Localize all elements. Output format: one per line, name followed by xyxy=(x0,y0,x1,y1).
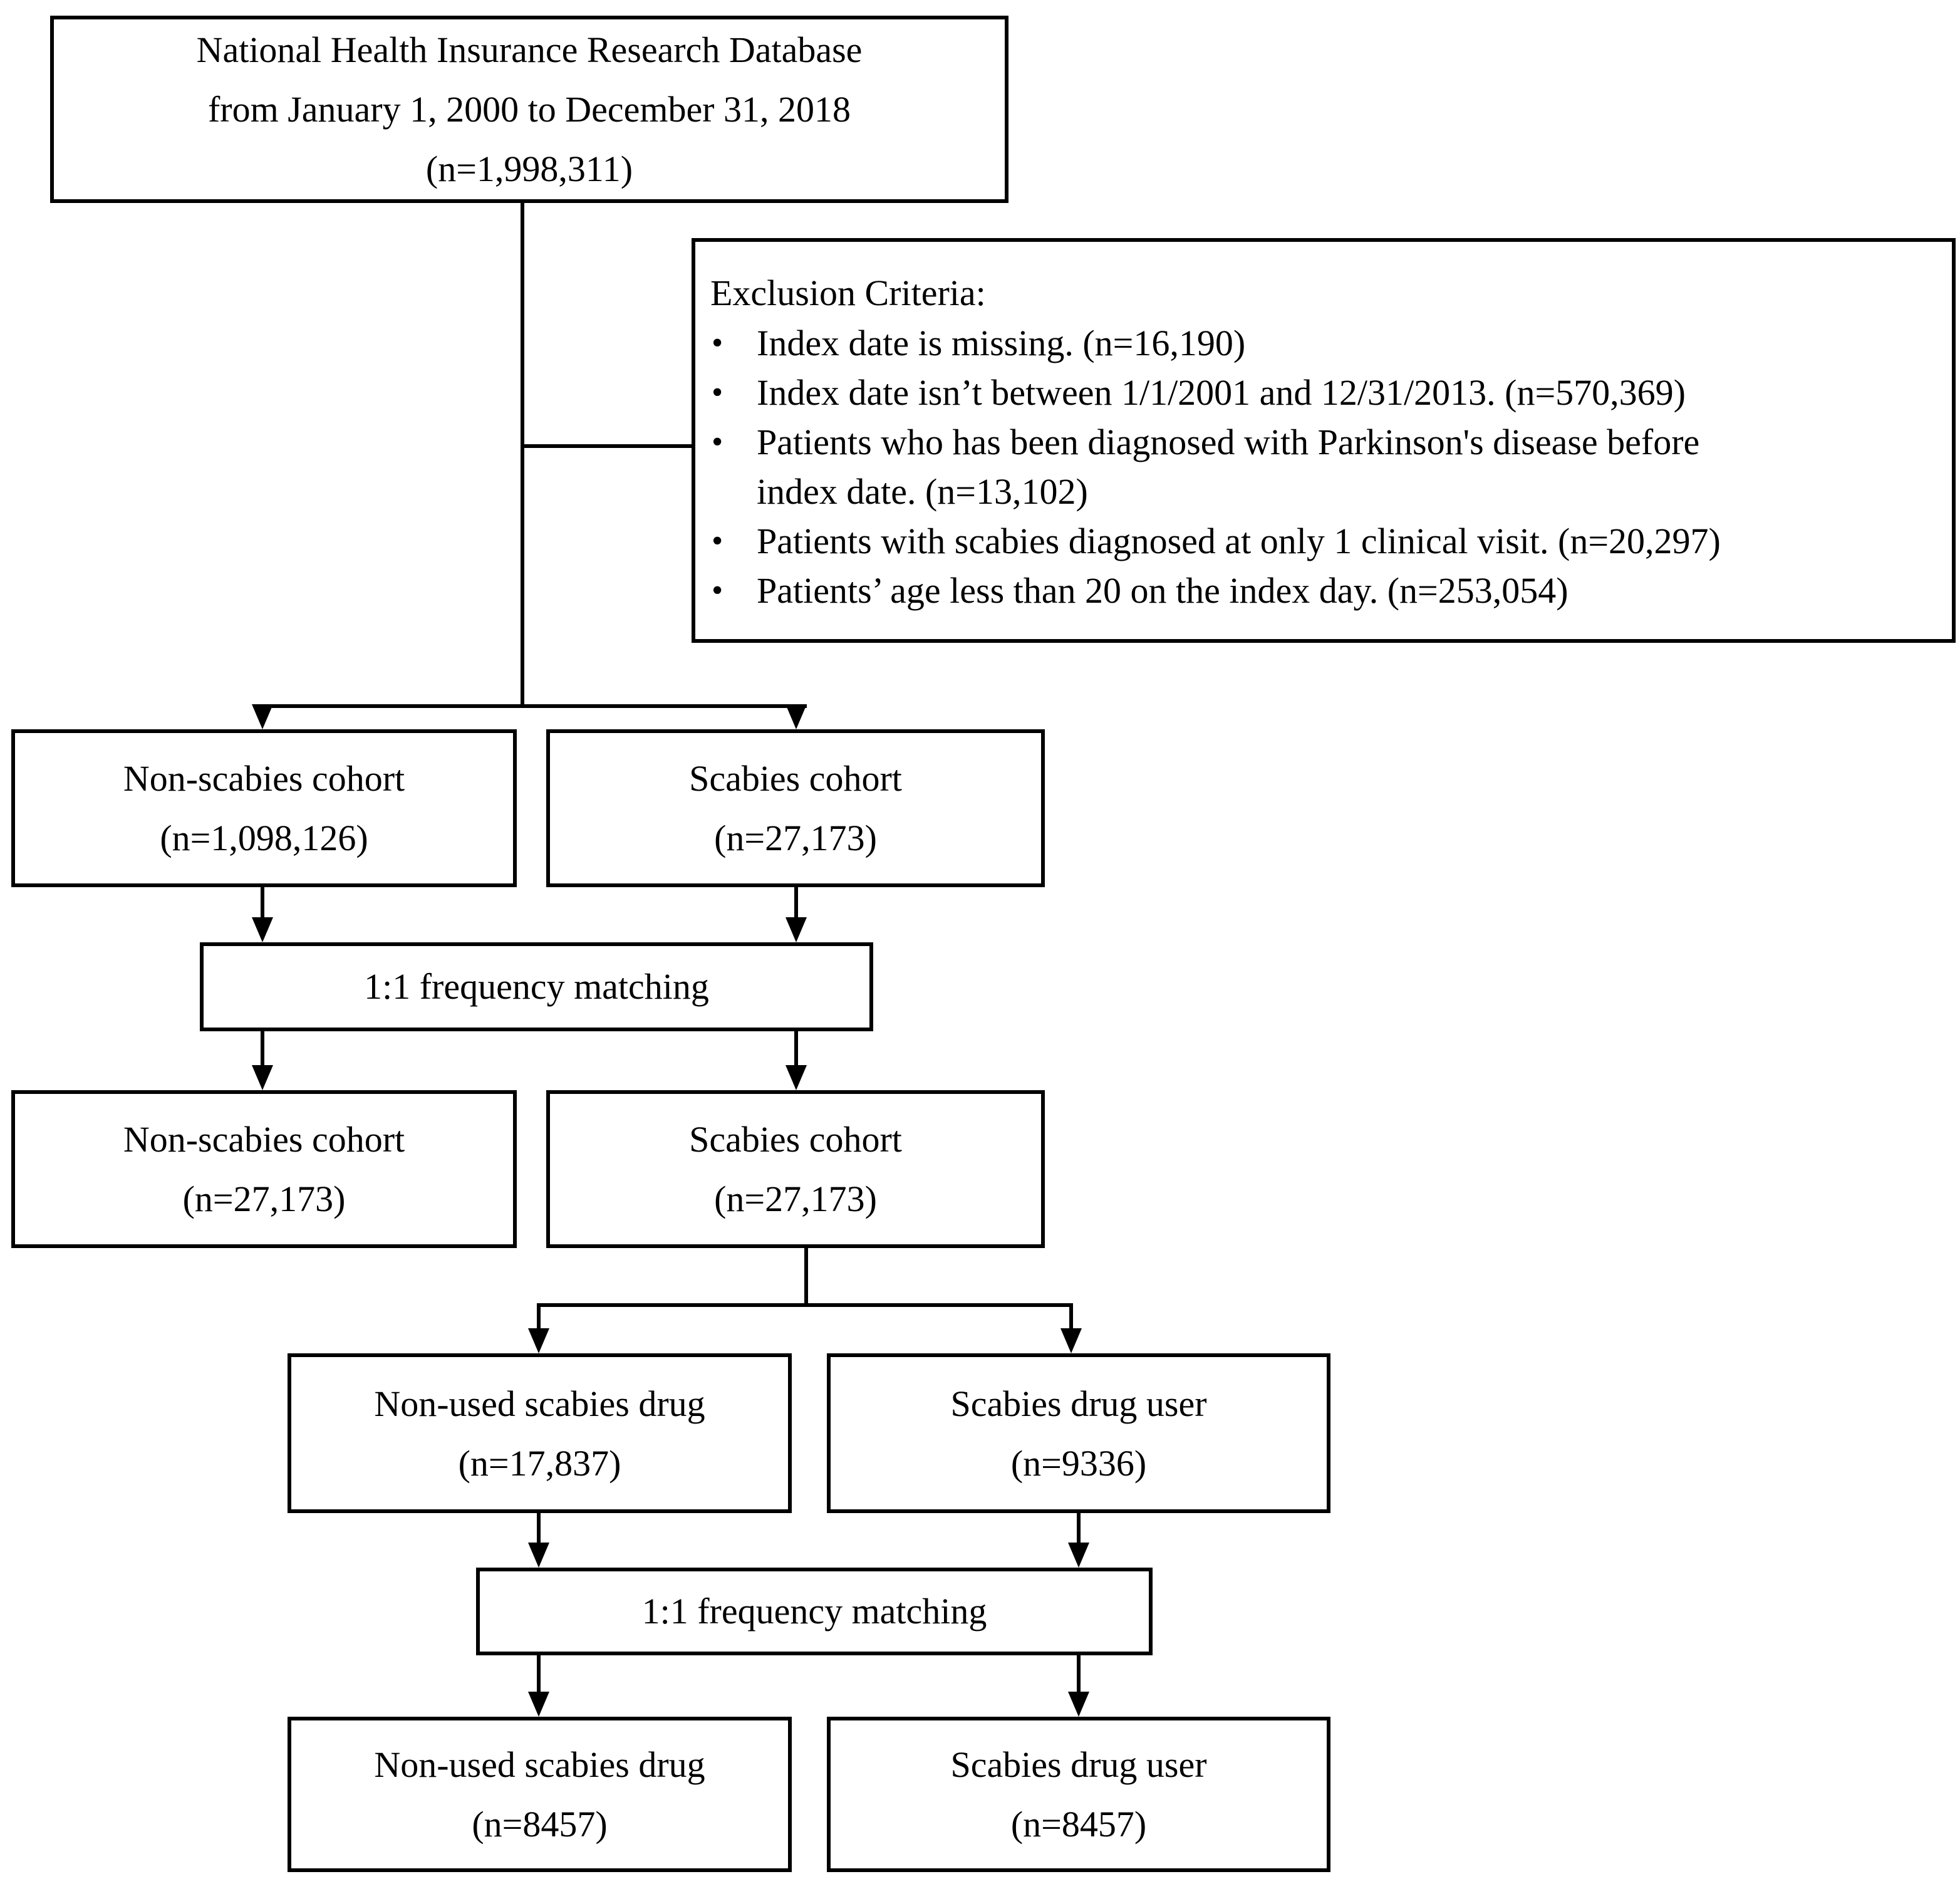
exclusion-item: • Index date isn’t between 1/1/2001 and … xyxy=(710,368,1934,417)
matched-non-scabies-cohort-count: (n=27,173) xyxy=(182,1179,346,1219)
frequency-matching2-label: 1:1 frequency matching xyxy=(641,1591,987,1632)
scabies-cohort-count: (n=27,173) xyxy=(714,818,877,858)
frequency-matching2-box: 1:1 frequency matching xyxy=(476,1568,1153,1655)
exclusion-item-text: Patients’ age less than 20 on the index … xyxy=(757,570,1569,611)
exclusion-item-text-line2: index date. (n=13,102) xyxy=(757,471,1088,512)
connector-branch2 xyxy=(537,1303,1073,1307)
exclusion-item: • Patients who has been diagnosed with P… xyxy=(710,417,1934,516)
arrowhead-into-matched-druguser xyxy=(1068,1692,1089,1717)
matched-non-scabies-cohort-label: Non-scabies cohort xyxy=(123,1119,405,1160)
exclusion-criteria-box: Exclusion Criteria: • Index date is miss… xyxy=(692,238,1956,643)
source-database-count: (n=1,998,311) xyxy=(425,148,633,189)
scabies-drug-user-label: Scabies drug user xyxy=(950,1383,1207,1424)
non-scabies-cohort-label: Non-scabies cohort xyxy=(123,758,405,799)
connector-matching1-to-matched-scabies xyxy=(794,1031,798,1068)
connector-branch1 xyxy=(261,704,807,708)
matched-scabies-cohort-label: Scabies cohort xyxy=(689,1119,902,1160)
connector-matching1-to-matched-nonscabies xyxy=(261,1031,264,1068)
connector-nonscabies-to-matching1 xyxy=(261,887,264,920)
arrowhead-right-into-matching2 xyxy=(1068,1543,1089,1568)
matched-scabies-drug-user-count: (n=8457) xyxy=(1010,1804,1147,1845)
connector-to-exclusion xyxy=(522,444,692,448)
exclusion-item-text: Index date is missing. (n=16,190) xyxy=(757,323,1246,363)
connector-druguser-to-matching2 xyxy=(1077,1513,1081,1544)
non-scabies-cohort-count: (n=1,098,126) xyxy=(160,818,368,858)
exclusion-item: • Patients’ age less than 20 on the inde… xyxy=(710,566,1934,615)
connector-matched-scabies-down xyxy=(804,1248,808,1307)
bullet-icon: • xyxy=(712,424,723,460)
arrowhead-into-matched-scabies xyxy=(786,1065,807,1090)
connector-scabies-to-matching1 xyxy=(794,887,798,920)
scabies-cohort-label: Scabies cohort xyxy=(689,758,902,799)
exclusion-criteria-title: Exclusion Criteria: xyxy=(710,273,986,313)
source-database-line1: National Health Insurance Research Datab… xyxy=(196,29,863,70)
arrowhead-into-drug-user xyxy=(1060,1328,1082,1353)
matched-scabies-drug-user-box: Scabies drug user (n=8457) xyxy=(827,1717,1330,1872)
frequency-matching1-label: 1:1 frequency matching xyxy=(364,966,709,1007)
matched-non-scabies-cohort-box: Non-scabies cohort (n=27,173) xyxy=(11,1090,517,1248)
exclusion-item-text: Patients who has been diagnosed with Par… xyxy=(757,422,1700,462)
connector-branch2-left-stub xyxy=(537,1303,541,1331)
connector-matching2-to-matched-nonused xyxy=(537,1655,541,1693)
arrowhead-into-matched-nonused xyxy=(528,1692,549,1717)
non-used-scabies-drug-box: Non-used scabies drug (n=17,837) xyxy=(288,1353,792,1513)
bullet-icon: • xyxy=(712,375,723,410)
arrowhead-into-nonscabies-cohort xyxy=(252,704,273,729)
frequency-matching1-box: 1:1 frequency matching xyxy=(200,942,873,1031)
non-used-scabies-drug-label: Non-used scabies drug xyxy=(374,1383,705,1424)
bullet-icon: • xyxy=(712,325,723,361)
matched-scabies-drug-user-label: Scabies drug user xyxy=(950,1744,1207,1785)
matched-scabies-cohort-count: (n=27,173) xyxy=(714,1179,877,1219)
matched-non-used-scabies-drug-count: (n=8457) xyxy=(472,1804,608,1845)
connector-matching2-to-matched-druguser xyxy=(1077,1655,1081,1693)
exclusion-item-text: Patients with scabies diagnosed at only … xyxy=(757,521,1721,561)
scabies-drug-user-count: (n=9336) xyxy=(1010,1442,1147,1484)
exclusion-item: • Index date is missing. (n=16,190) xyxy=(710,318,1934,368)
arrowhead-left-into-matching2 xyxy=(528,1543,549,1568)
arrowhead-left-into-matching1 xyxy=(252,917,273,942)
exclusion-item: • Patients with scabies diagnosed at onl… xyxy=(710,516,1934,566)
matched-non-used-scabies-drug-label: Non-used scabies drug xyxy=(374,1744,705,1785)
exclusion-item-text: Index date isn’t between 1/1/2001 and 12… xyxy=(757,372,1686,413)
bullet-icon: • xyxy=(712,573,723,608)
arrowhead-into-matched-nonscabies xyxy=(252,1065,273,1090)
matched-non-used-scabies-drug-box: Non-used scabies drug (n=8457) xyxy=(288,1717,792,1872)
non-scabies-cohort-box: Non-scabies cohort (n=1,098,126) xyxy=(11,729,517,887)
connector-nonused-to-matching2 xyxy=(537,1513,541,1544)
arrowhead-into-scabies-cohort xyxy=(786,704,807,729)
source-database-box: National Health Insurance Research Datab… xyxy=(50,16,1009,203)
arrowhead-into-nonused-drug xyxy=(528,1328,549,1353)
source-database-line2: from January 1, 2000 to December 31, 201… xyxy=(207,89,851,130)
arrowhead-right-into-matching1 xyxy=(786,917,807,942)
scabies-drug-user-box: Scabies drug user (n=9336) xyxy=(827,1353,1330,1513)
connector-branch2-right-stub xyxy=(1069,1303,1073,1331)
non-used-scabies-drug-count: (n=17,837) xyxy=(458,1442,621,1484)
connector-source-trunk xyxy=(521,202,524,708)
scabies-cohort-box: Scabies cohort (n=27,173) xyxy=(546,729,1045,887)
matched-scabies-cohort-box: Scabies cohort (n=27,173) xyxy=(546,1090,1045,1248)
bullet-icon: • xyxy=(712,523,723,559)
exclusion-criteria-list: • Index date is missing. (n=16,190) • In… xyxy=(710,318,1934,615)
